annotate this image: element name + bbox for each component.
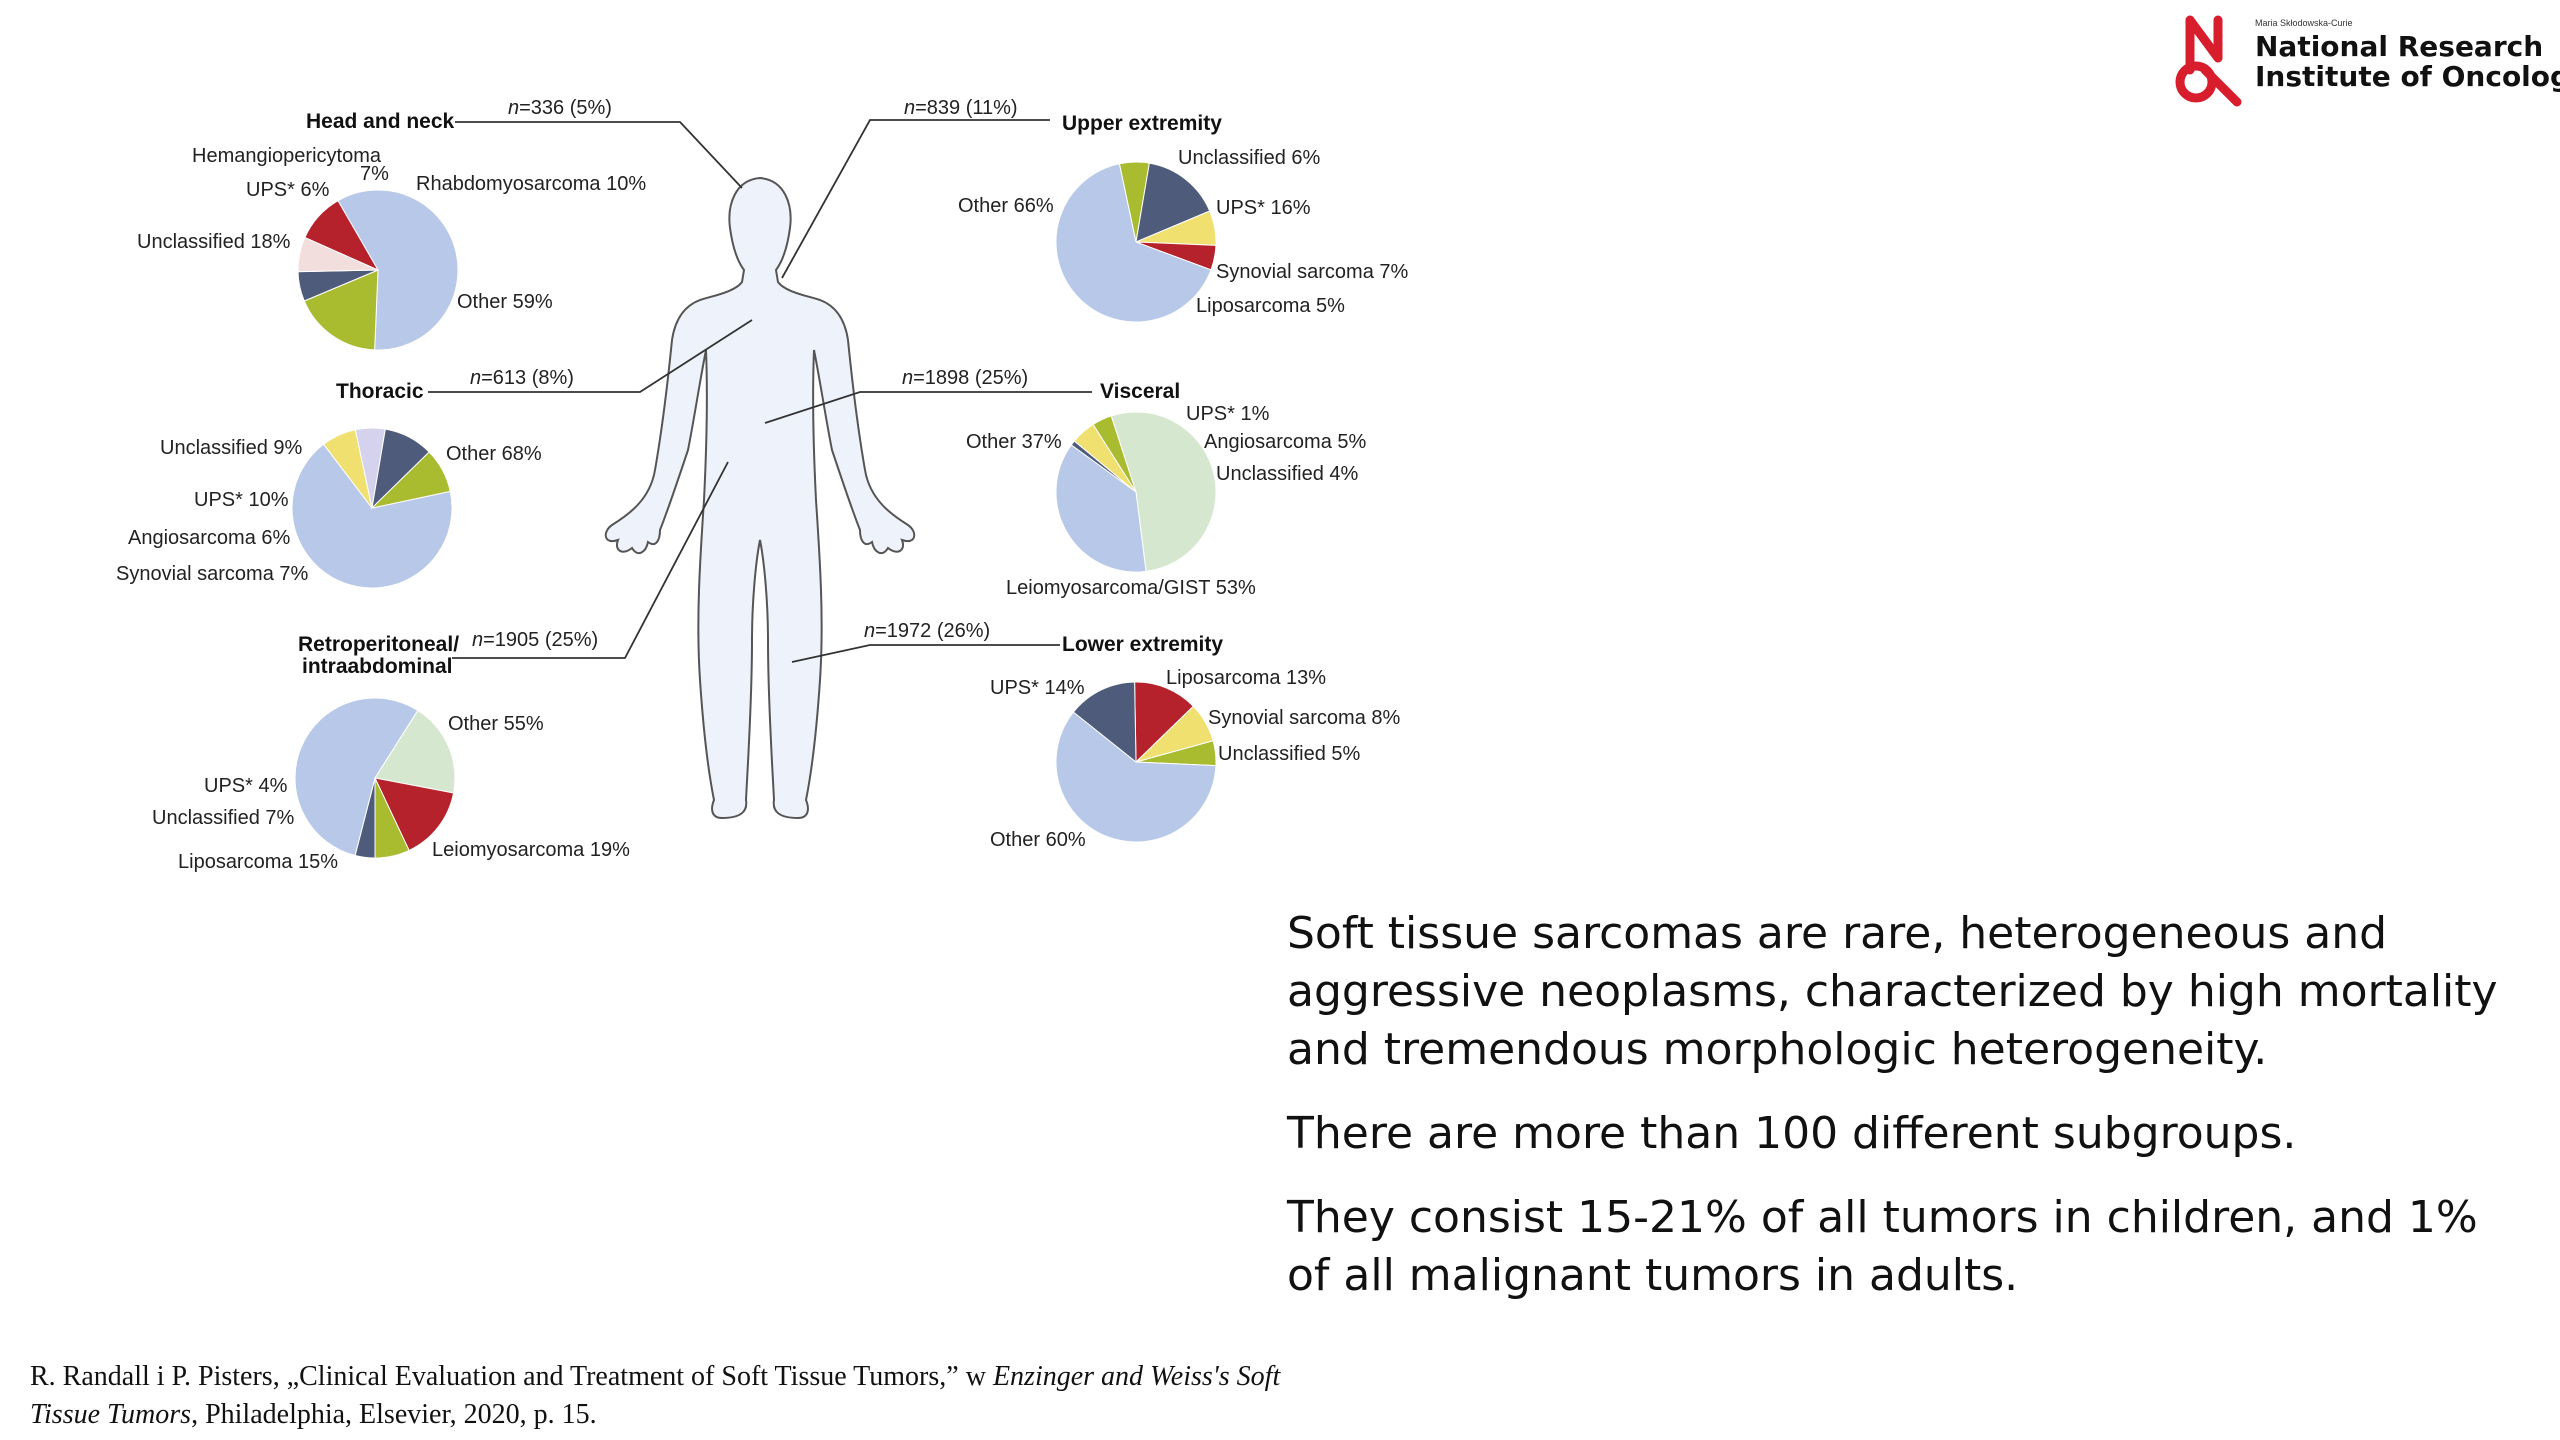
pie-slice-thoracic-4: [370, 451, 451, 509]
label-upper-ups: UPS* 16%: [1216, 197, 1311, 219]
pie-slice-retroperitoneal-1: [294, 697, 419, 857]
pie-head-neck: [297, 189, 459, 351]
pie-slice-lower_extremity-4: [1072, 681, 1137, 764]
pie-slice-visceral-3: [1110, 411, 1217, 572]
n-retroperitoneal: n=1905 (25%): [472, 629, 598, 651]
label-head-unclassified: Unclassified 18%: [137, 231, 291, 253]
pie-slice-visceral-4: [1055, 444, 1147, 573]
paragraph-1: Soft tissue sarcomas are rare, heterogen…: [1287, 908, 2498, 1075]
label-upper-other: Other 66%: [958, 195, 1054, 217]
label-lower-synovial: Synovial sarcoma 8%: [1208, 707, 1401, 729]
leader-retroperitoneal: [452, 461, 729, 659]
title-lower-extremity: Lower extremity: [1062, 633, 1223, 656]
pie-thoracic: [291, 427, 453, 589]
label-visc-other: Other 37%: [966, 431, 1062, 453]
leader-visceral: [764, 391, 1092, 424]
label-thor-ups: UPS* 10%: [194, 489, 289, 511]
label-upper-lipo: Liposarcoma 5%: [1196, 295, 1345, 317]
label-retro-ups: UPS* 4%: [204, 775, 288, 797]
title-upper-extremity: Upper extremity: [1062, 112, 1222, 135]
title-retroperitoneal-1: Retroperitoneal/: [298, 633, 459, 656]
pie-slice-lower_extremity-3: [1055, 711, 1217, 843]
label-upper-unclassified: Unclassified 6%: [1178, 147, 1321, 169]
label-visc-ups: UPS* 1%: [1186, 403, 1270, 425]
citation-title: Enzinger and Weiss's Soft Tissue Tumors: [30, 1361, 1281, 1430]
label-hemangio-pct: 7%: [360, 163, 389, 185]
logo-mark-icon: [2175, 15, 2242, 107]
label-retro-leiomyo: Leiomyosarcoma 19%: [432, 839, 630, 861]
label-thor-synovial: Synovial sarcoma 7%: [116, 563, 309, 585]
citation-part-1: R. Randall i P. Pisters, „Clinical Evalu…: [30, 1361, 993, 1392]
n-head-neck: n=336 (5%): [508, 97, 612, 119]
leader-lines: [428, 119, 1092, 663]
label-head-ups: UPS* 6%: [246, 179, 330, 201]
label-lower-ups: UPS* 14%: [990, 677, 1085, 699]
pie-slice-upper_extremity-1: [1135, 162, 1211, 243]
label-head-rhabdo: Rhabdomyosarcoma 10%: [416, 173, 646, 195]
paragraph-3: They consist 15-21% of all tumors in chi…: [1287, 1192, 2478, 1301]
title-thoracic: Thoracic: [336, 380, 424, 403]
pie-visceral: [1055, 411, 1217, 573]
label-visc-unclassified: Unclassified 4%: [1216, 463, 1359, 485]
pie-slice-retroperitoneal-2: [374, 709, 456, 794]
logo-small-text: Maria Skłodowska-Curie: [2255, 18, 2353, 28]
label-thor-angio: Angiosarcoma 6%: [128, 527, 291, 549]
pie-slice-head_neck-0: [337, 189, 459, 351]
slide-body-text: Soft tissue sarcomas are rare, heterogen…: [1287, 905, 2507, 1331]
label-visc-angio: Angiosarcoma 5%: [1204, 431, 1367, 453]
label-retro-unclassified: Unclassified 7%: [152, 807, 295, 829]
label-lower-lipo: Liposarcoma 13%: [1166, 667, 1326, 689]
label-hemangio: Hemangiopericytoma: [192, 145, 382, 167]
n-thoracic: n=613 (8%): [470, 367, 574, 389]
human-silhouette: [604, 176, 916, 820]
title-visceral: Visceral: [1100, 380, 1180, 403]
label-lower-other: Other 60%: [990, 829, 1086, 851]
leader-lower-extremity: [791, 644, 1060, 663]
title-retroperitoneal-2: intraabdominal: [302, 655, 453, 678]
institute-logo: Maria Skłodowska-Curie National Research…: [2175, 15, 2560, 107]
pie-upper-extremity: [1055, 161, 1217, 323]
label-thor-unclassified: Unclassified 9%: [160, 437, 303, 459]
logo-line-2: Institute of Oncology: [2255, 60, 2560, 93]
logo-line-1: National Research: [2255, 30, 2543, 63]
leader-thoracic: [428, 319, 753, 393]
slice-labels: Hemangiopericytoma 7% UPS* 6% Rhabdomyos…: [116, 145, 1409, 873]
pie-lower-extremity: [1055, 681, 1217, 843]
leader-head-neck: [455, 121, 743, 189]
label-upper-synovial: Synovial sarcoma 7%: [1216, 261, 1409, 283]
citation-part-2: , Philadelphia, Elsevier, 2020, p. 15.: [191, 1399, 597, 1430]
label-lower-unclassified: Unclassified 5%: [1218, 743, 1361, 765]
pie-slice-head_neck-4: [304, 200, 380, 272]
pie-slice-retroperitoneal-3: [374, 777, 455, 852]
n-upper-extremity: n=839 (11%): [904, 97, 1018, 119]
pie-slice-head_neck-1: [303, 269, 379, 351]
citation: R. Randall i P. Pisters, „Clinical Evalu…: [30, 1358, 1330, 1434]
label-retro-other: Other 55%: [448, 713, 544, 735]
paragraph-2: There are more than 100 different subgro…: [1287, 1108, 2297, 1159]
n-lower-extremity: n=1972 (26%): [864, 620, 990, 642]
leader-upper-extremity: [781, 119, 1050, 279]
label-retro-lipo: Liposarcoma 15%: [178, 851, 338, 873]
pie-slice-thoracic-0: [291, 443, 453, 589]
label-visc-leiomyo: Leiomyosarcoma/GIST 53%: [1006, 577, 1256, 599]
pie-slice-retroperitoneal-4: [374, 777, 410, 859]
pie-retroperitoneal: [294, 697, 456, 859]
title-head-neck: Head and neck: [306, 110, 455, 133]
region-titles: Head and neck n=336 (5%) Thoracic n=613 …: [298, 97, 1223, 678]
pie-slice-upper_extremity-4: [1055, 163, 1212, 323]
n-visceral: n=1898 (25%): [902, 367, 1028, 389]
pie-slice-lower_extremity-0: [1134, 681, 1195, 764]
label-head-other: Other 59%: [457, 291, 553, 313]
label-thor-other: Other 68%: [446, 443, 542, 465]
